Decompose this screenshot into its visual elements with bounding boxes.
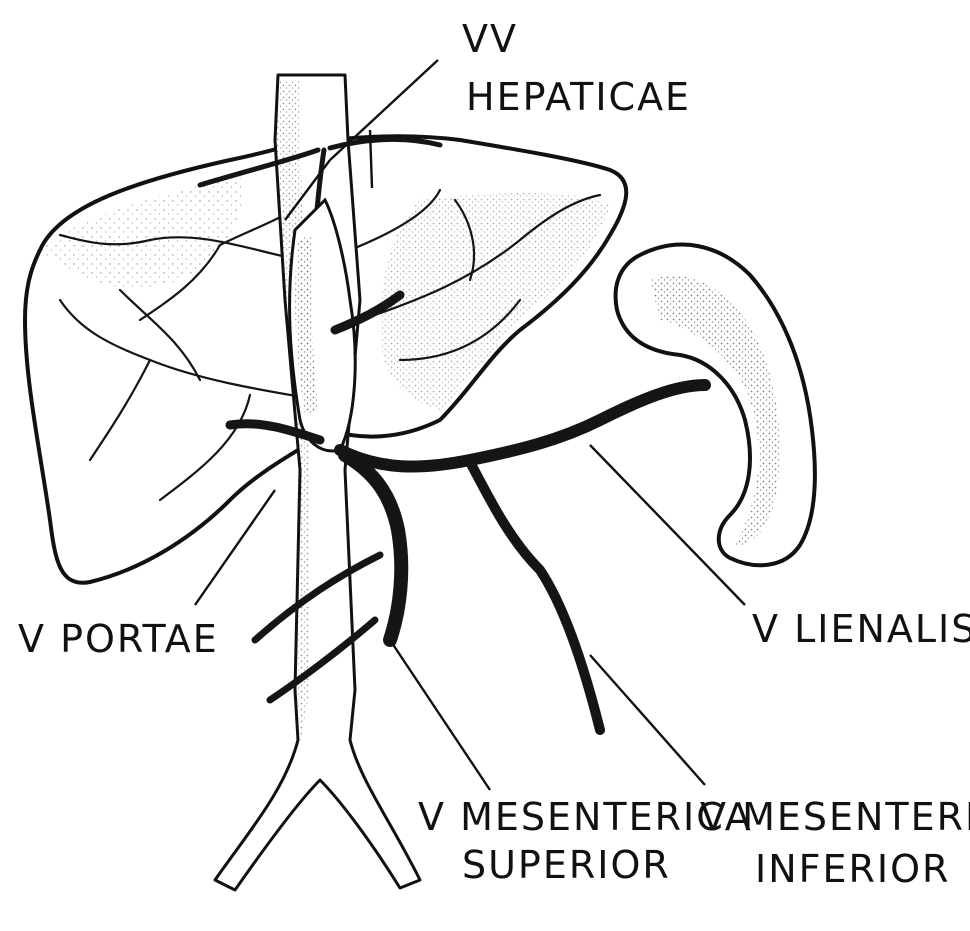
label-v-mesenterica-inferior-line2: INFERIOR (755, 847, 950, 891)
label-v-mesenterica-inferior-line1: V MESENTERICA (700, 795, 970, 839)
label-vv-hepaticae-line1: VV (462, 17, 518, 61)
label-v-portae: V PORTAE (18, 617, 219, 661)
label-v-mesenterica-superior-line2: SUPERIOR (462, 843, 671, 887)
inferior-mesenteric-vein-highlight (470, 462, 600, 730)
superior-mesenteric-vein (345, 455, 401, 640)
label-v-lienalis: V LIENALIS (752, 607, 970, 651)
leader-v-mesenterica-superior (390, 640, 490, 790)
leader-v-mesenterica-inferior (590, 655, 705, 785)
liver-shading-right (380, 193, 610, 410)
label-vv-hepaticae-line2: HEPATICAE (466, 75, 691, 119)
